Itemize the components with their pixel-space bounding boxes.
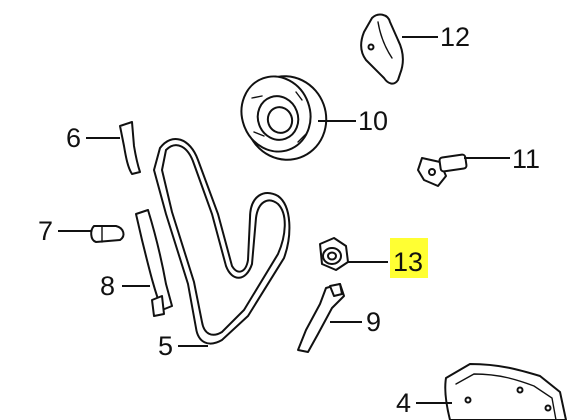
callout-12: 12 [440, 22, 470, 52]
leader-lines [58, 36, 510, 404]
callout-6: 6 [66, 123, 81, 153]
callout-10: 10 [358, 106, 388, 136]
callout-labels: 12 10 6 11 7 13 8 9 5 4 [38, 22, 540, 418]
part-11-sensor [417, 153, 468, 187]
callout-7: 7 [38, 216, 53, 246]
callout-11: 11 [512, 144, 540, 174]
callout-9: 9 [366, 307, 381, 337]
part-12-bracket [360, 13, 404, 85]
callout-13: 13 [393, 247, 423, 277]
part-13-nut [319, 237, 349, 271]
callout-4: 4 [396, 388, 411, 418]
part-9-chain-guide [297, 283, 345, 353]
part-4-gasket [444, 363, 567, 420]
callout-13-highlight [390, 238, 428, 278]
callout-5: 5 [158, 331, 173, 361]
part-6-chain-guide [119, 121, 141, 175]
part-10-sprocket [240, 75, 328, 161]
part-8-tensioner-arm [135, 209, 173, 317]
part-5-timing-chain [152, 137, 291, 345]
callout-8: 8 [100, 271, 115, 301]
part-7-tensioner [90, 225, 125, 243]
